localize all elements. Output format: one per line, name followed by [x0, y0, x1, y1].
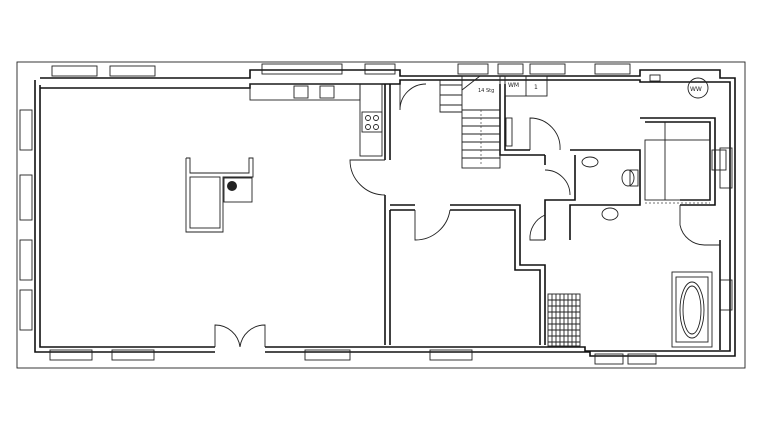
boiler-label: WW: [690, 86, 702, 93]
washing-machine-label: WM: [508, 82, 520, 89]
interior-walls: [384, 84, 721, 350]
outer-boundary: [16, 61, 746, 369]
bathtub: [671, 271, 713, 348]
staircase: [439, 75, 501, 169]
kitchen-counter: [249, 83, 383, 157]
windows: [19, 63, 733, 365]
wc-fixtures: [581, 156, 639, 221]
doors: [214, 83, 720, 348]
shower-unit: [644, 122, 727, 204]
stairs-label: 14 Stg: [478, 88, 495, 94]
utility-counter: [504, 74, 709, 147]
tiled-floor: [547, 293, 581, 347]
kitchen-island: [185, 157, 254, 233]
counter-number-label: 1: [534, 84, 538, 91]
